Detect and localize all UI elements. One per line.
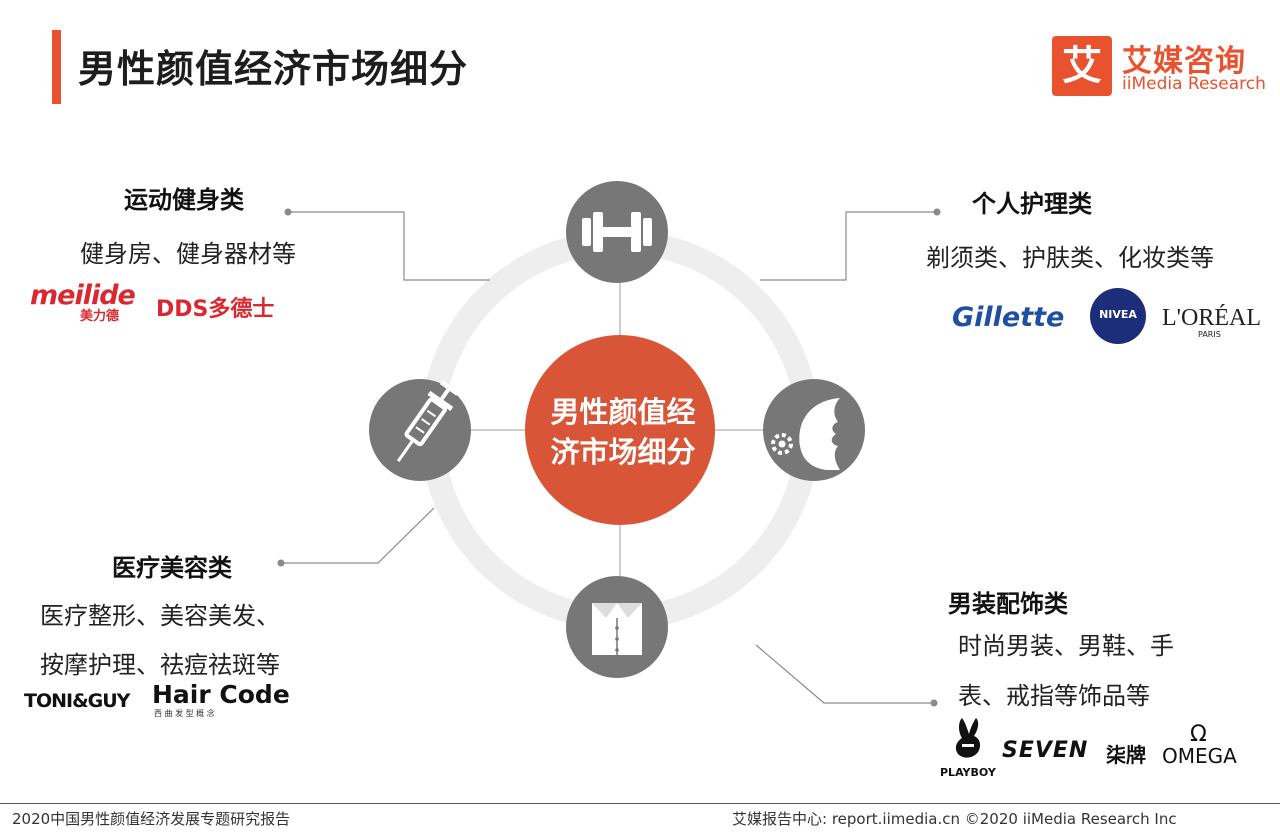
- haircode-cn-logo: 西 曲 发 型 概 念: [154, 709, 215, 718]
- qipai-logo: 柒牌: [1106, 743, 1146, 767]
- omega-symbol-icon: Ω: [1190, 722, 1207, 747]
- playboy-bunny-icon: [955, 718, 981, 758]
- leader-dot-medical: [277, 559, 285, 567]
- footer-copyright: 艾媒报告中心: report.iimedia.cn ©2020 iiMedia …: [732, 810, 1177, 828]
- medical-category-title: 医疗美容类: [112, 554, 232, 582]
- omega-logo: OMEGA: [1162, 744, 1237, 768]
- apparel-category-desc-line1: 时尚男装、男鞋、手: [958, 632, 1174, 660]
- leader-dot-sports: [284, 208, 292, 216]
- syringe-icon: [396, 380, 460, 462]
- leader-dot-apparel: [930, 699, 938, 707]
- brand-logo-icon: 艾: [1052, 36, 1112, 96]
- sports-category-desc: 健身房、健身器材等: [80, 240, 296, 268]
- gillette-logo: Gillette: [952, 302, 1065, 333]
- dds-logo: DDS多德士: [156, 297, 275, 322]
- nivea-logo: NIVEA: [1099, 308, 1137, 321]
- personal-care-category-desc: 剃须类、护肤类、化妆类等: [926, 244, 1214, 272]
- center-label-line1: 男性颜值经: [550, 395, 696, 429]
- playboy-logo: PLAYBOY: [940, 766, 996, 779]
- meilide-cn-logo: 美力德: [80, 309, 120, 324]
- apparel-category-desc-line2: 表、戒指等饰品等: [958, 682, 1150, 710]
- footer-divider: [0, 803, 1280, 804]
- title-accent-bar: [52, 30, 61, 104]
- meilide-logo: meilide: [30, 280, 136, 311]
- center-label-line2: 济市场细分: [550, 435, 696, 469]
- toniguy-logo: TONI&GUY: [24, 690, 130, 712]
- leader-line-medical: [281, 507, 435, 564]
- nivea-logo-badge: [1090, 288, 1146, 344]
- sports-category-title: 运动健身类: [124, 186, 244, 214]
- leader-line-sports: [288, 211, 490, 281]
- medical-category-desc-line2: 按摩护理、祛痘祛斑等: [40, 651, 280, 679]
- leader-dot-personal-care: [933, 208, 941, 216]
- leader-line-personal-care: [760, 211, 937, 281]
- medical-category-desc-line1: 医疗整形、美容美发、: [40, 602, 280, 630]
- center-label: 男性颜值经 济市场细分: [528, 392, 718, 472]
- personal-care-category-title: 个人护理类: [972, 190, 1092, 218]
- page-title: 男性颜值经济市场细分: [78, 47, 469, 91]
- apparel-category-title: 男装配饰类: [948, 590, 1068, 618]
- seven-logo: SEVEN: [1002, 738, 1089, 763]
- brand-subtitle: iiMedia Research: [1122, 74, 1266, 94]
- haircode-logo: Hair Code: [152, 680, 290, 709]
- loreal-paris-logo: PARIS: [1198, 330, 1221, 339]
- leader-line-apparel: [755, 644, 934, 704]
- shirt-icon: [592, 603, 642, 655]
- loreal-logo: L'ORÉAL: [1162, 305, 1261, 331]
- footer-report-title: 2020中国男性颜值经济发展专题研究报告: [12, 810, 291, 828]
- dumbbell-icon: [582, 212, 652, 252]
- face-flower-icon: [771, 398, 840, 470]
- brand-name: 艾媒咨询: [1122, 44, 1246, 79]
- center-circle: [525, 335, 715, 525]
